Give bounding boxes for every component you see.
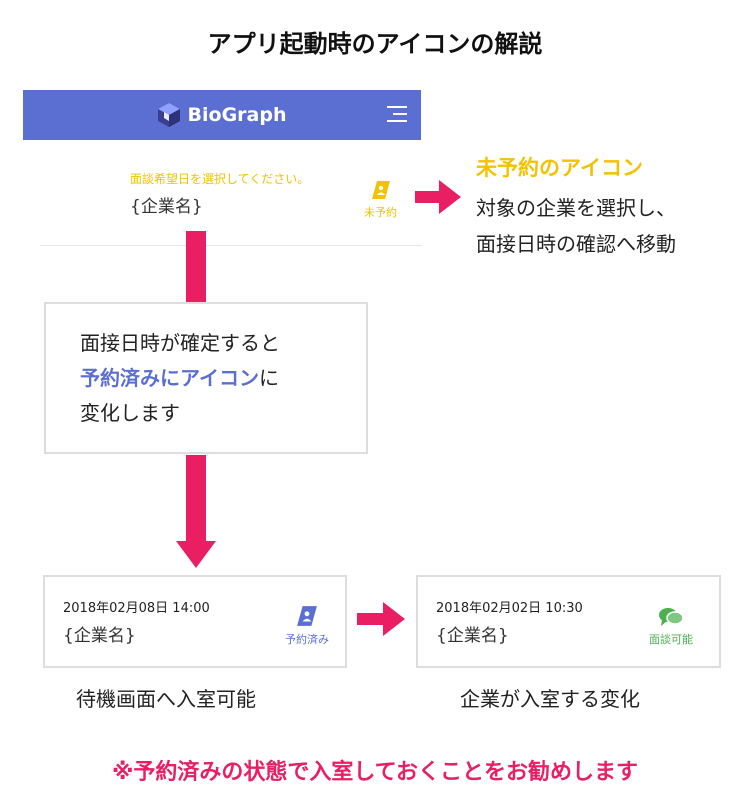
unreserved-annotation-line: 面接日時の確認へ移動: [476, 232, 676, 256]
explanation-box: 面接日時が確定すると 予約済みにアイコンに 変化します: [44, 302, 368, 454]
arrow-down-icon: [186, 231, 206, 303]
list-item-unreserved[interactable]: 面談希望日を選択してください。 {企業名} 未予約: [40, 160, 422, 246]
explanation-line: 変化します: [80, 401, 180, 425]
footer-note: ※予約済みの状態で入室しておくことをお勧めします: [111, 760, 639, 785]
arrow-right-icon: [357, 602, 405, 636]
company-name: {企業名}: [436, 626, 509, 646]
available-badge: 面談可能: [649, 607, 693, 647]
reserved-caption: 待機画面へ入室可能: [76, 687, 256, 711]
reserved-label: 予約済み: [285, 633, 329, 646]
company-name: {企業名}: [63, 626, 136, 646]
page-title: アプリ起動時のアイコンの解説: [207, 30, 543, 58]
available-label: 面談可能: [649, 633, 693, 646]
explanation-suffix: に: [259, 366, 279, 390]
unreserved-badge: 未予約: [364, 180, 397, 220]
biograph-logo-icon: [157, 103, 180, 127]
explanation-line: 面接日時が確定すると: [80, 331, 280, 355]
reserved-highlight: 予約済みにアイコン: [80, 366, 259, 390]
unreserved-icon: [371, 181, 390, 199]
menu-icon[interactable]: [387, 106, 407, 124]
company-name: {企業名}: [130, 197, 203, 217]
interview-datetime: 2018年02月08日 14:00: [63, 601, 210, 616]
explanation-line: 予約済みにアイコンに: [80, 361, 366, 396]
available-card[interactable]: 2018年02月02日 10:30 {企業名} 面談可能: [416, 575, 721, 668]
chat-bubbles-icon: [659, 608, 684, 626]
arrow-right-icon: [415, 180, 461, 214]
available-caption: 企業が入室する変化: [460, 687, 640, 711]
unreserved-annotation-line: 対象の企業を選択し、: [476, 196, 676, 220]
app-name: BioGraph: [187, 104, 287, 126]
app-logo: BioGraph: [157, 103, 287, 127]
unreserved-annotation-title: 未予約のアイコン: [476, 156, 643, 180]
app-header: BioGraph: [23, 90, 421, 140]
interview-datetime: 2018年02月02日 10:30: [436, 601, 583, 616]
reserved-badge: 予約済み: [285, 605, 329, 647]
arrow-down-icon: [176, 455, 216, 568]
reserved-icon: [297, 606, 317, 626]
date-hint: 面談希望日を選択してください。: [130, 172, 310, 186]
reserved-card[interactable]: 2018年02月08日 14:00 {企業名} 予約済み: [43, 575, 347, 668]
unreserved-label: 未予約: [364, 206, 397, 219]
